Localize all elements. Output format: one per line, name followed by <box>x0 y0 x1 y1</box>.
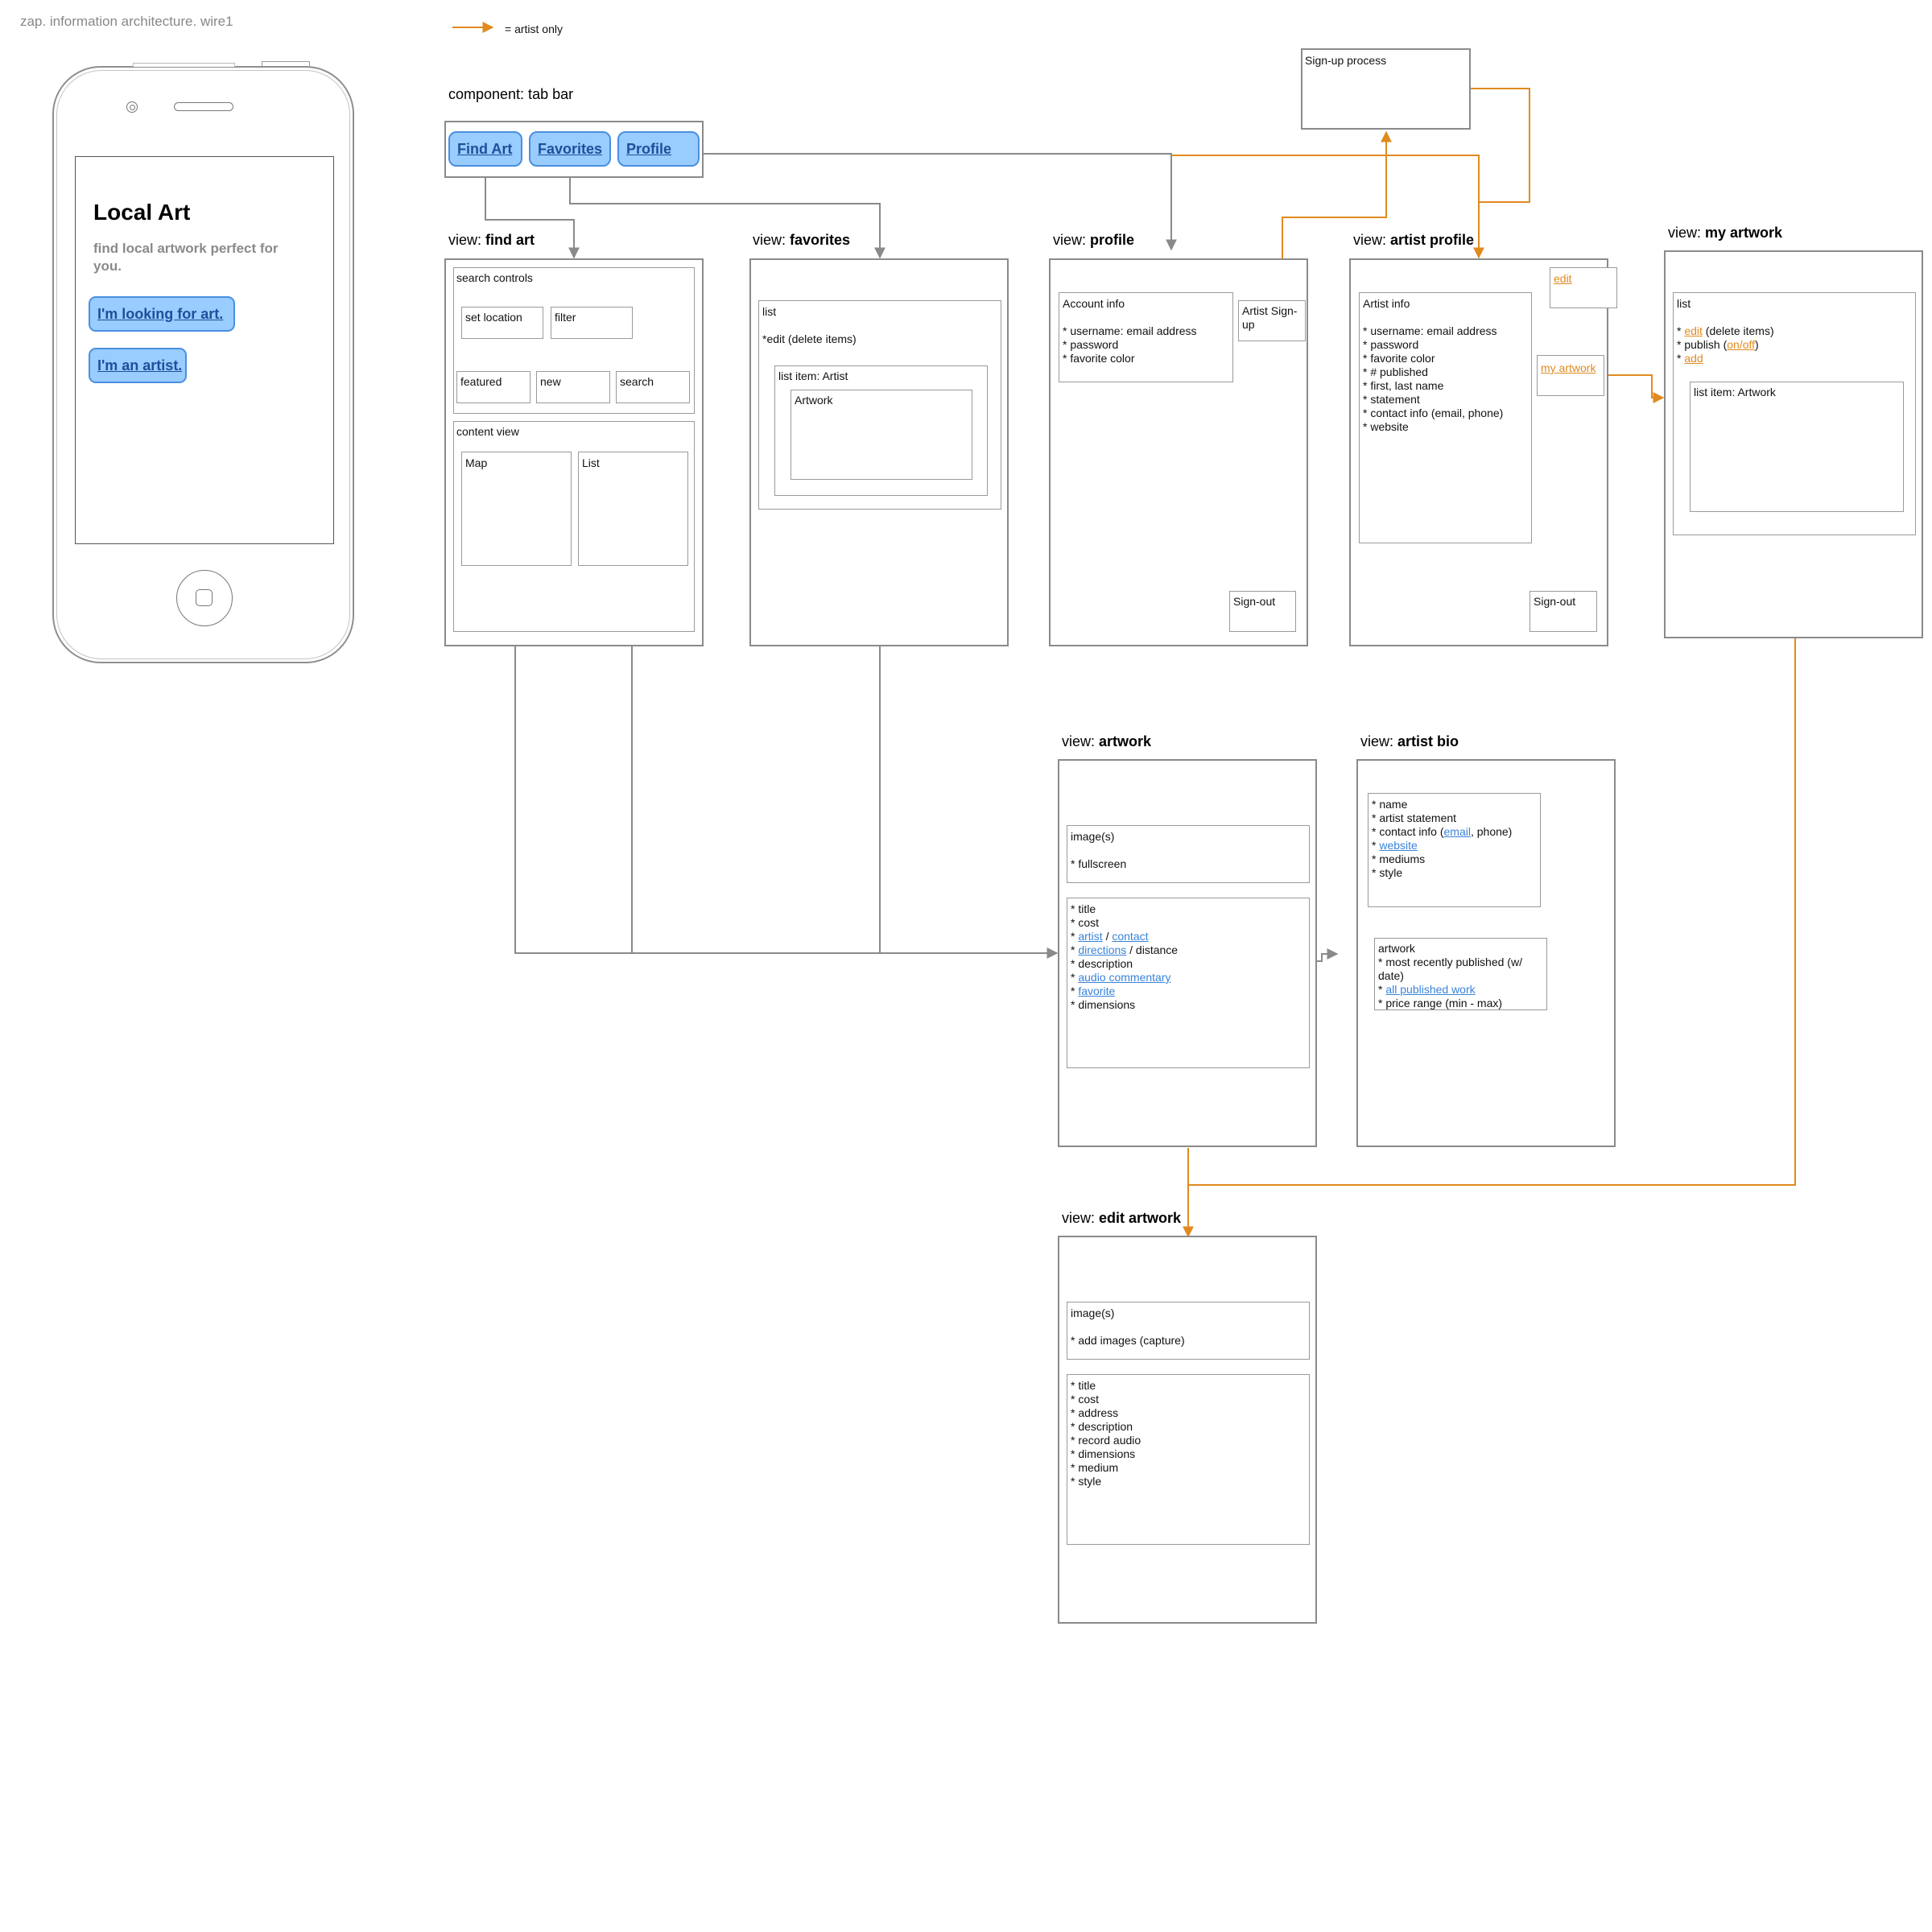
artist-button[interactable]: I'm an artist. <box>89 348 187 383</box>
tab-profile[interactable]: Profile <box>617 131 700 167</box>
camera-icon <box>126 101 138 113</box>
phone-screen <box>75 156 334 544</box>
looking-for-art-button[interactable]: I'm looking for art. <box>89 296 235 332</box>
artist-edit-button[interactable]: edit <box>1550 267 1617 308</box>
wire-my-artwork-item <box>1188 510 1796 1186</box>
tab-favorites[interactable]: Favorites <box>529 131 611 167</box>
artist-bio-artwork: artwork * most recently published (w/ da… <box>1374 938 1547 1010</box>
artist-link[interactable]: artist <box>1078 930 1103 943</box>
tab-bar-caption: component: tab bar <box>448 86 574 102</box>
edit-artwork-images[interactable]: image(s) * add images (capture) <box>1067 1302 1310 1360</box>
favorite-link[interactable]: favorite <box>1078 985 1116 997</box>
wire-artist-profile <box>1171 155 1484 259</box>
content-view: content view Map List <box>453 421 695 632</box>
speaker-icon <box>174 102 233 111</box>
favorites-view: list *edit (delete items) list item: Art… <box>749 258 1009 646</box>
legend-text: = artist only <box>505 23 563 35</box>
profile-view: Account info * username: email address *… <box>1049 258 1308 646</box>
artist-profile-view: Artist info * username: email address * … <box>1349 258 1617 646</box>
artwork-view: image(s) * fullscreen * title * cost * a… <box>1058 759 1317 1147</box>
filter-button[interactable]: filter <box>551 307 633 339</box>
account-info: Account info * username: email address *… <box>1059 292 1233 382</box>
edit-artwork-fields: * title * cost * address * description *… <box>1067 1374 1310 1545</box>
favorites-artwork[interactable]: Artwork <box>791 390 972 480</box>
signup-process-box[interactable]: Sign-up process <box>1301 48 1471 130</box>
my-artwork-list-item[interactable]: list item: Artwork <box>1690 382 1904 512</box>
artist-info: Artist info * username: email address * … <box>1359 292 1532 543</box>
artist-bio-view-title: view: artist bio <box>1360 733 1459 749</box>
new-tab[interactable]: new <box>536 371 610 403</box>
publish-toggle-link[interactable]: on/off <box>1727 338 1756 351</box>
set-location-button[interactable]: set location <box>461 307 543 339</box>
my-artwork-edit-link[interactable]: edit <box>1684 324 1703 337</box>
home-button-icon[interactable] <box>176 570 233 626</box>
favorites-view-title: view: favorites <box>753 232 851 248</box>
app-title: Local Art <box>93 200 191 225</box>
my-artwork-view: list * edit (delete items) * publish (on… <box>1664 250 1923 638</box>
find-art-view: search controls set location filter feat… <box>444 258 704 646</box>
featured-tab[interactable]: featured <box>456 371 530 403</box>
page-title: zap. information architecture. wire1 <box>20 14 233 29</box>
wire-profile <box>700 153 1177 251</box>
wire-signup-return <box>1471 88 1530 203</box>
artist-sign-out-button[interactable]: Sign-out <box>1530 591 1597 632</box>
tab-find-art[interactable]: Find Art <box>448 131 522 167</box>
wire-favorites <box>569 171 886 259</box>
artwork-images[interactable]: image(s) * fullscreen <box>1067 825 1310 883</box>
all-published-work-link[interactable]: all published work <box>1385 983 1476 996</box>
wire-map <box>514 564 1059 959</box>
contact-link[interactable]: contact <box>1112 930 1149 943</box>
artist-bio-info: * name * artist statement * contact info… <box>1368 793 1541 907</box>
my-artwork-link[interactable]: my artwork <box>1537 355 1604 396</box>
profile-view-title: view: profile <box>1053 232 1135 248</box>
app-subtitle: find local artwork perfect for you. <box>93 241 279 274</box>
audio-commentary-link[interactable]: audio commentary <box>1078 971 1171 984</box>
find-art-view-title: view: find art <box>448 232 535 248</box>
wire-find-art <box>485 171 580 259</box>
edit-artwork-view: image(s) * add images (capture) * title … <box>1058 1236 1317 1624</box>
directions-link[interactable]: directions <box>1078 943 1127 956</box>
artwork-view-title: view: artwork <box>1062 733 1152 749</box>
artist-signup-button[interactable]: Artist Sign-up <box>1238 300 1306 341</box>
phone-top-button <box>133 63 235 67</box>
artist-bio-view: * name * artist statement * contact info… <box>1356 759 1616 1147</box>
search-controls: search controls set location filter feat… <box>453 267 695 414</box>
edit-artwork-view-title: view: edit artwork <box>1062 1210 1182 1226</box>
phone-side-button <box>262 61 310 66</box>
profile-sign-out-button[interactable]: Sign-out <box>1229 591 1296 632</box>
signup-process-label: Sign-up process <box>1305 54 1387 67</box>
add-artwork-link[interactable]: add <box>1684 352 1703 365</box>
my-artwork-list: list * edit (delete items) * publish (on… <box>1673 292 1916 535</box>
search-tab[interactable]: search <box>616 371 690 403</box>
favorites-list: list *edit (delete items) list item: Art… <box>758 300 1001 510</box>
artwork-details: * title * cost * artist / contact * dire… <box>1067 898 1310 1068</box>
wire-my-artwork <box>1608 374 1665 403</box>
my-artwork-view-title: view: my artwork <box>1668 225 1783 241</box>
phone-frame <box>52 66 354 663</box>
website-link[interactable]: website <box>1379 839 1418 852</box>
map-view[interactable]: Map <box>461 452 572 566</box>
favorites-list-item[interactable]: list item: Artist Artwork <box>774 365 988 496</box>
artist-profile-view-title: view: artist profile <box>1353 232 1475 248</box>
list-view[interactable]: List <box>578 452 688 566</box>
email-link[interactable]: email <box>1443 825 1471 838</box>
